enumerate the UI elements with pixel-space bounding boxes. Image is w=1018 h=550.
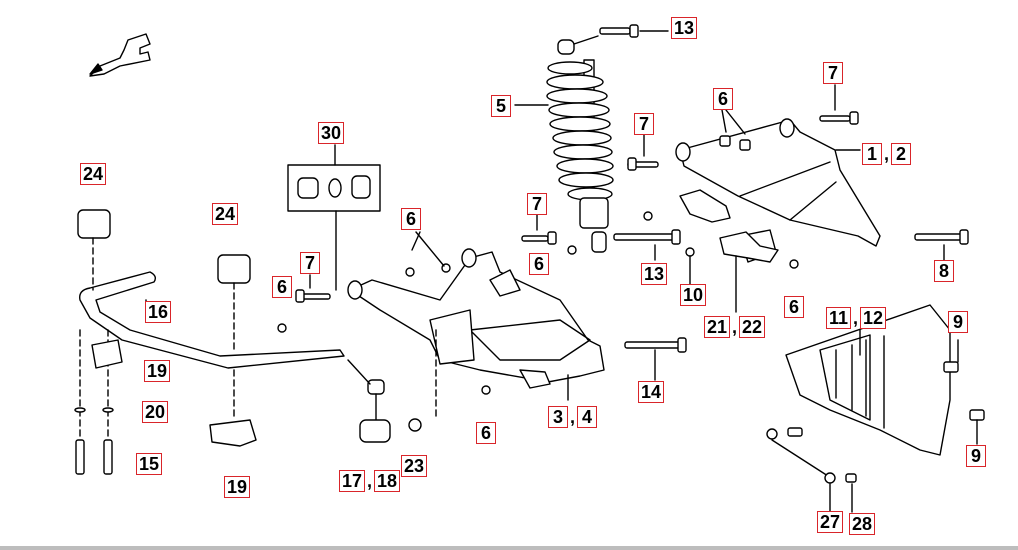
callout-6-center: 6 xyxy=(401,208,421,230)
callout-8: 8 xyxy=(934,260,954,282)
upper-a-arm xyxy=(675,118,881,263)
callout-7-center: 7 xyxy=(527,193,547,215)
coil-spring-shock xyxy=(514,35,614,253)
lower-a-arm xyxy=(347,248,605,401)
callout-11-12: 11,12 xyxy=(826,307,887,329)
callout-23: 23 xyxy=(401,455,428,477)
bolt-8 xyxy=(914,229,969,261)
brake-hose-bracket xyxy=(689,231,779,313)
callout-6-left: 6 xyxy=(272,276,292,298)
callout-6-mid: 6 xyxy=(529,253,549,275)
callout-17-18: 17,18 xyxy=(339,470,401,492)
callout-27: 27 xyxy=(817,511,844,533)
callout-3-4: 3,4 xyxy=(548,406,598,428)
callout-19-lower: 19 xyxy=(224,476,251,498)
callout-7-left: 7 xyxy=(300,252,320,274)
callout-19-upper: 19 xyxy=(144,360,171,382)
skid-plate xyxy=(785,304,985,456)
bushing-kit xyxy=(287,144,381,291)
callout-30: 30 xyxy=(318,122,345,144)
stabilizer-link xyxy=(347,329,437,443)
stabilizer-bolts-15 xyxy=(74,407,114,475)
callout-24-right: 24 xyxy=(212,203,239,225)
callout-13-top: 13 xyxy=(671,17,698,39)
callout-1-2: 1,2 xyxy=(862,143,912,165)
bolt-7-lower-mid xyxy=(521,214,557,245)
callout-6-upper: 6 xyxy=(713,88,733,110)
bolt-13-lower xyxy=(613,229,681,261)
stabilizer-bar xyxy=(77,209,345,447)
bolt-7-upper-right xyxy=(819,84,859,125)
callout-28: 28 xyxy=(849,513,876,535)
callout-10: 10 xyxy=(680,284,707,306)
callout-13-lower: 13 xyxy=(641,263,668,285)
callout-7-top-right: 7 xyxy=(823,62,843,84)
bolt-14 xyxy=(624,337,687,381)
callout-6-bottom: 6 xyxy=(476,422,496,444)
callout-14: 14 xyxy=(638,381,665,403)
bolt-7-lower-left xyxy=(295,274,331,303)
skid-plate-fasteners xyxy=(766,427,857,513)
callout-5: 5 xyxy=(491,95,511,117)
callout-21-22: 21,22 xyxy=(704,316,766,338)
shock-top-bolt xyxy=(599,24,669,38)
callout-9-top: 9 xyxy=(948,311,968,333)
callout-16: 16 xyxy=(145,301,172,323)
bolt-7-upper-left xyxy=(627,134,659,171)
front-direction-arrow-icon xyxy=(89,33,151,77)
callout-6-right: 6 xyxy=(784,296,804,318)
callout-9-bottom: 9 xyxy=(966,445,986,467)
bottom-border xyxy=(0,546,1018,550)
callout-24-left: 24 xyxy=(80,163,107,185)
callout-7-upper-left: 7 xyxy=(634,113,654,135)
callout-20: 20 xyxy=(142,401,169,423)
callout-15: 15 xyxy=(136,453,163,475)
